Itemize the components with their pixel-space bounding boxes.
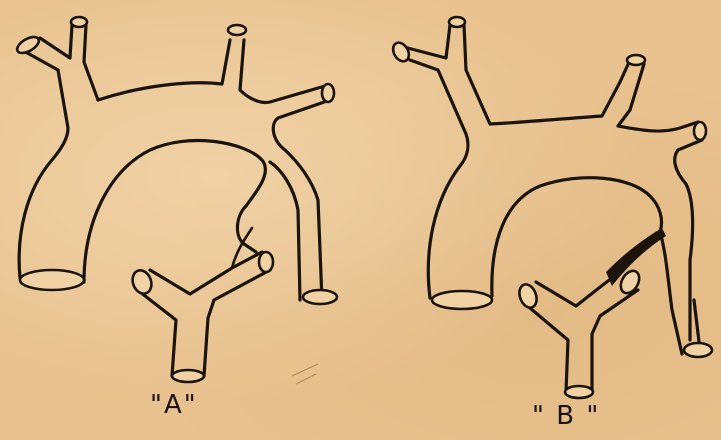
aorta-opening-a [20, 270, 84, 290]
arch-inner-a [84, 141, 265, 282]
branch-opening-a2 [71, 17, 87, 27]
arch-top-a [98, 40, 330, 300]
diagram-b [390, 17, 712, 398]
aortic-arch-a-outer [19, 70, 68, 278]
branch-opening-a4 [322, 84, 334, 102]
pulmonary-opening-b-left [516, 282, 539, 310]
descending-aorta-a [237, 162, 300, 300]
pulmonary-opening-b-bottom [565, 386, 593, 398]
descending-aorta-b [660, 232, 700, 354]
figure-label-b: " B " [532, 401, 600, 431]
branch-opening-b4 [694, 122, 706, 140]
branch-opening-a3 [228, 25, 246, 35]
pulmonary-trunk-a [140, 252, 270, 376]
pulmonary-opening-a-right [259, 252, 273, 272]
descending-opening-a [303, 290, 337, 304]
aorta-opening-b [432, 291, 492, 309]
diagram-a [15, 17, 337, 382]
aortic-arch-b-outer [410, 60, 468, 298]
pulmonary-opening-a-bottom [172, 370, 204, 382]
descending-opening-b [684, 343, 712, 357]
paper-smudge [292, 364, 318, 384]
branch-opening-a1 [15, 34, 42, 56]
branch-opening-b3 [627, 55, 645, 65]
figure-label-a: "A" [150, 390, 198, 420]
branch-opening-b2 [449, 17, 465, 27]
